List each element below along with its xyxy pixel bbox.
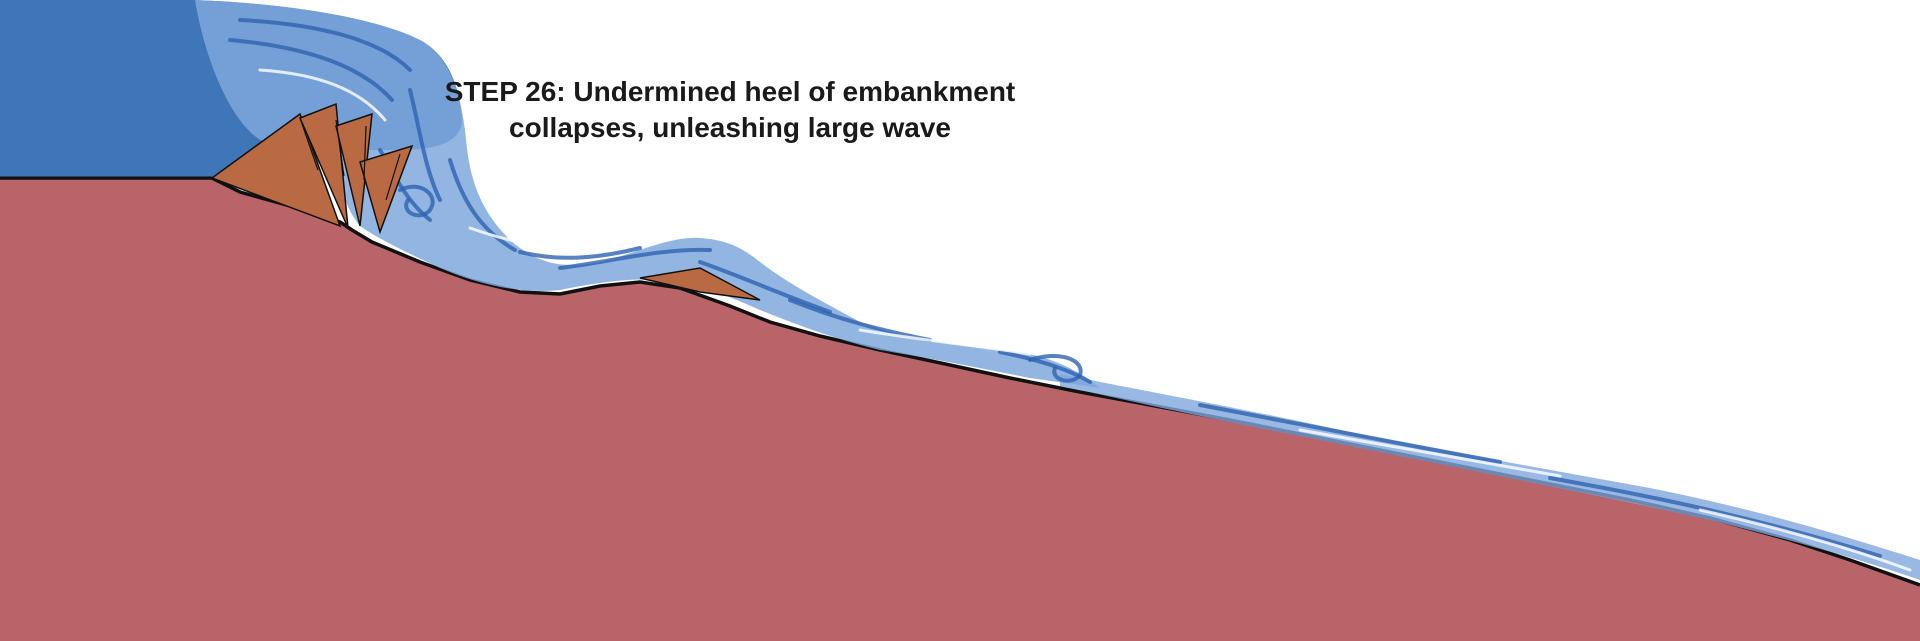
- bedrock-ground: [0, 178, 1920, 641]
- collapsed-embankment-blocks: [210, 102, 761, 301]
- caption-line-1: STEP 26: Undermined heel of embankment: [444, 76, 1016, 107]
- caption-line-2: collapses, unleashing large wave: [509, 112, 951, 143]
- downslope-sheet-flow: [1060, 374, 1920, 580]
- wave-streaks: [228, 18, 1912, 572]
- collapse-wave: [195, 0, 1100, 388]
- step-caption: STEP 26: Undermined heel of embankment c…: [0, 74, 1460, 146]
